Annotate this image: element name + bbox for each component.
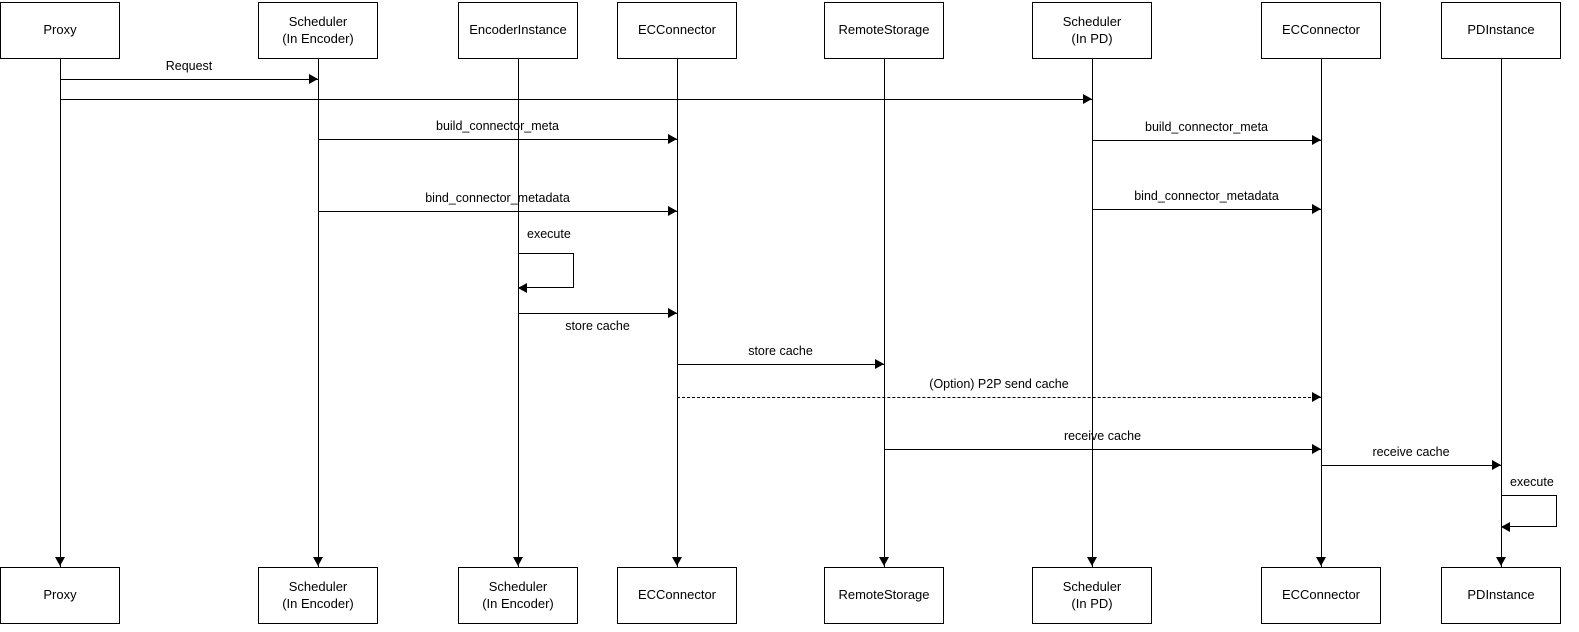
lifeline-end-arrow-icon [313, 557, 323, 566]
lifeline-ecconn_enc [677, 59, 678, 567]
participant-sublabel: (In Encoder) [282, 595, 354, 611]
message-arrow-icon [1312, 392, 1321, 402]
lifeline-sched_pd [1092, 59, 1093, 567]
message-label-m7: store cache [565, 319, 630, 333]
participant-label: ECConnector [637, 22, 717, 38]
message-arrow-icon [1492, 460, 1501, 470]
lifeline-remote_store [884, 59, 885, 567]
self-message-loop-s1 [518, 253, 574, 288]
message-arrow-icon [668, 206, 677, 216]
message-line-m1 [60, 79, 318, 80]
participant-top-encoder_inst: EncoderInstance [458, 2, 578, 59]
lifeline-end-arrow-icon [513, 557, 523, 566]
message-arrow-icon [1083, 94, 1092, 104]
participant-label: Scheduler [288, 579, 348, 595]
message-line-m11 [1321, 465, 1501, 466]
participant-bottom-pd_inst_b: PDInstance [1441, 567, 1561, 624]
lifeline-sched_enc [318, 59, 319, 567]
lifeline-end-arrow-icon [879, 557, 889, 566]
participant-sublabel: (In Encoder) [282, 30, 354, 46]
participant-bottom-ecconn_pd_b: ECConnector [1261, 567, 1381, 624]
participant-label: PDInstance [1467, 587, 1535, 603]
participant-label: Proxy [43, 22, 77, 38]
self-message-arrow-icon [1501, 522, 1510, 532]
message-label-m1: Request [165, 59, 213, 73]
message-label-m9: (Option) P2P send cache [929, 377, 1069, 391]
message-arrow-icon [668, 308, 677, 318]
message-arrow-icon [1312, 444, 1321, 454]
message-label-m4: build_connector_meta [1145, 120, 1268, 134]
message-line-m7 [518, 313, 677, 314]
participant-top-ecconn_enc: ECConnector [617, 2, 737, 59]
message-label-m6: bind_connector_metadata [1134, 189, 1279, 203]
participant-label: PDInstance [1467, 22, 1535, 38]
participant-label: Proxy [43, 587, 77, 603]
message-line-m10 [884, 449, 1321, 450]
participant-label: Scheduler [488, 579, 548, 595]
participant-label: ECConnector [1281, 587, 1361, 603]
participant-label: RemoteStorage [838, 587, 930, 603]
lifeline-end-arrow-icon [55, 557, 65, 566]
message-label-m11: receive cache [1372, 445, 1450, 459]
participant-label: RemoteStorage [838, 22, 930, 38]
participant-bottom-sched_enc_b: Scheduler(In Encoder) [258, 567, 378, 624]
participant-top-proxy: Proxy [0, 2, 120, 59]
message-arrow-icon [1312, 204, 1321, 214]
lifeline-proxy [60, 59, 61, 567]
participant-top-pd_inst: PDInstance [1441, 2, 1561, 59]
participant-top-sched_enc: Scheduler(In Encoder) [258, 2, 378, 59]
lifeline-end-arrow-icon [1496, 557, 1506, 566]
participant-label: ECConnector [637, 587, 717, 603]
lifeline-end-arrow-icon [672, 557, 682, 566]
participant-bottom-ecconn_enc_b: ECConnector [617, 567, 737, 624]
message-line-m4 [1092, 140, 1321, 141]
lifeline-end-arrow-icon [1087, 557, 1097, 566]
lifeline-ecconn_pd [1321, 59, 1322, 567]
message-arrow-icon [1312, 135, 1321, 145]
lifeline-end-arrow-icon [1316, 557, 1326, 566]
participant-label: EncoderInstance [469, 22, 567, 38]
self-message-arrow-icon [518, 283, 527, 293]
self-message-loop-s2 [1501, 495, 1557, 527]
participant-sublabel: (In Encoder) [482, 595, 554, 611]
message-arrow-icon [668, 134, 677, 144]
participant-label: Scheduler [288, 14, 348, 30]
message-line-m2 [60, 99, 1092, 100]
message-label-m8: store cache [748, 344, 813, 358]
message-line-m9 [677, 397, 1321, 398]
participant-label: Scheduler [1062, 579, 1122, 595]
message-label-m5: bind_connector_metadata [425, 191, 570, 205]
participant-top-ecconn_pd: ECConnector [1261, 2, 1381, 59]
participant-label: ECConnector [1281, 22, 1361, 38]
message-arrow-icon [309, 74, 318, 84]
participant-bottom-remote_store_b: RemoteStorage [824, 567, 944, 624]
self-message-label-s1: execute [527, 227, 571, 241]
participant-label: Scheduler [1062, 14, 1122, 30]
participant-bottom-sched_enc2_b: Scheduler(In Encoder) [458, 567, 578, 624]
participant-top-sched_pd: Scheduler(In PD) [1032, 2, 1152, 59]
participant-top-remote_store: RemoteStorage [824, 2, 944, 59]
message-line-m6 [1092, 209, 1321, 210]
message-line-m3 [318, 139, 677, 140]
message-label-m10: receive cache [1063, 429, 1142, 443]
participant-sublabel: (In PD) [1071, 30, 1113, 46]
message-line-m8 [677, 364, 884, 365]
lifeline-pd_inst [1501, 59, 1502, 567]
self-message-label-s2: execute [1510, 475, 1554, 489]
message-arrow-icon [875, 359, 884, 369]
participant-sublabel: (In PD) [1071, 595, 1113, 611]
message-label-m3: build_connector_meta [436, 119, 559, 133]
message-line-m5 [318, 211, 677, 212]
participant-bottom-proxy_b: Proxy [0, 567, 120, 624]
participant-bottom-sched_pd_b: Scheduler(In PD) [1032, 567, 1152, 624]
